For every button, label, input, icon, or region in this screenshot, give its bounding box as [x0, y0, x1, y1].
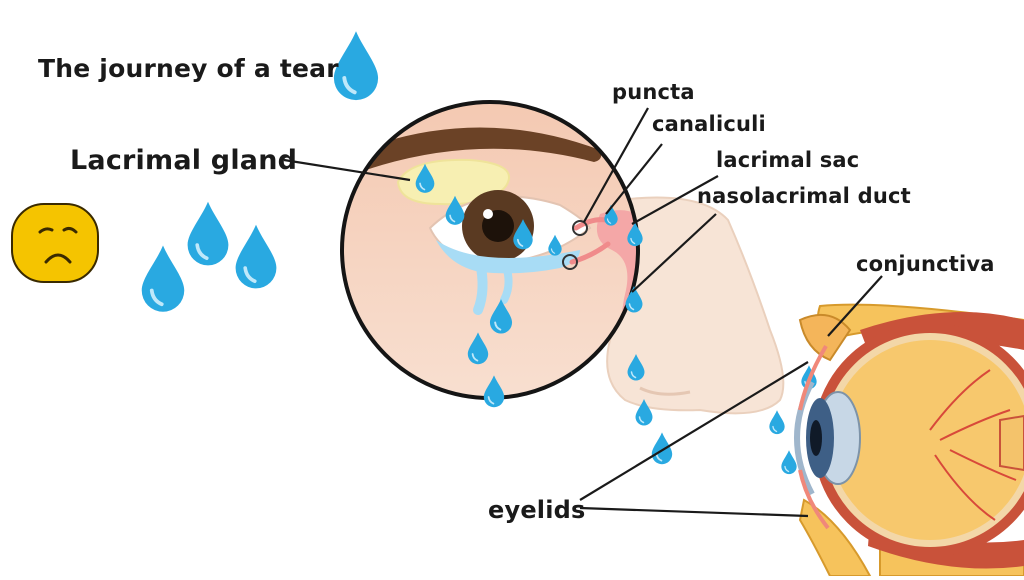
- label-lacrimal-sac: lacrimal sac: [716, 148, 860, 172]
- title-tear-drop-icon: [331, 29, 381, 102]
- eyeball-cross-section: [794, 303, 1024, 577]
- sad-face-emoji-icon: [11, 203, 99, 283]
- eyebrow: [360, 127, 602, 170]
- leader-line-upper-eyelid: [579, 361, 809, 501]
- nose-profile: [606, 196, 785, 415]
- tear-film: [436, 240, 580, 274]
- leader-line-lacrimal-sac: [631, 175, 719, 225]
- lacrimal-sac-shape: [597, 210, 638, 362]
- label-puncta: puncta: [612, 80, 695, 104]
- lower-punctum: [562, 254, 578, 270]
- diagram-title: The journey of a tear: [38, 54, 339, 83]
- eye-closeup-circle: [340, 100, 644, 400]
- leader-line-nasolacrimal-duct: [631, 213, 717, 293]
- leader-line-conjunctiva: [827, 275, 883, 337]
- tear-drop-icon: [142, 246, 185, 312]
- label-conjunctiva: conjunctiva: [856, 252, 995, 276]
- tear-drop-icon: [650, 431, 674, 466]
- leader-line-lower-eyelid: [579, 506, 809, 518]
- tear-drop-icon: [185, 199, 231, 268]
- tear-drop-icon: [233, 222, 279, 291]
- label-canaliculi: canaliculi: [652, 112, 766, 136]
- leader-lines: [283, 107, 883, 518]
- leader-line-lacrimal-gland: [283, 158, 411, 182]
- tear-drop-icon: [780, 449, 798, 475]
- label-lacrimal-gland: Lacrimal gland: [70, 145, 298, 176]
- upper-punctum: [572, 220, 588, 236]
- label-eyelids: eyelids: [488, 496, 586, 524]
- tear-drop-icon: [768, 409, 786, 435]
- leader-line-canaliculi: [605, 143, 663, 215]
- label-nasolacrimal-duct: nasolacrimal duct: [697, 184, 911, 208]
- leader-line-puncta: [583, 107, 649, 223]
- canaliculi-shape: [569, 217, 611, 265]
